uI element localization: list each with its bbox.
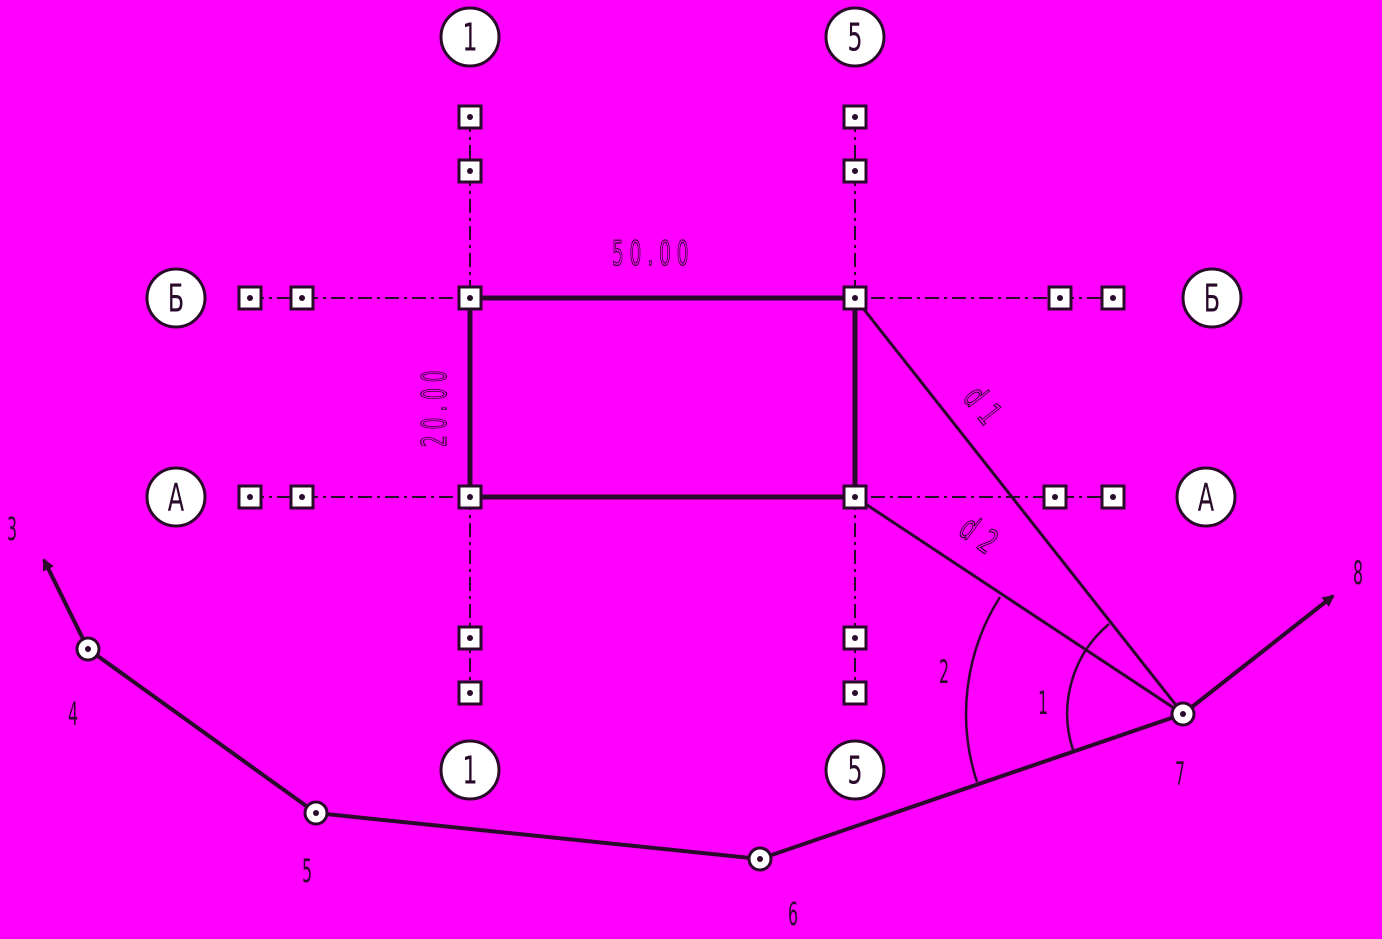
axis-bubble-1-top: 1 [462, 16, 477, 60]
axis-bubble-5-bottom: 5 [847, 749, 862, 793]
axis-bubble-b-right: Б [1204, 277, 1220, 321]
traverse-stations [75, 636, 1196, 872]
distance-label-d1: d 1 [956, 379, 1011, 433]
station-label-3: 3 [7, 511, 17, 548]
angle-label-1: 1 [1038, 685, 1048, 722]
angle-arc-1 [1065, 623, 1110, 751]
axis-bubble-a-left: А [168, 476, 184, 520]
distance-line-d1 [853, 297, 1185, 715]
axis-bubbles [145, 6, 1243, 801]
station-label-6: 6 [788, 896, 798, 933]
axis-bubble-b-left: Б [168, 277, 184, 321]
station-label-5: 5 [302, 853, 312, 890]
traverse-line [86, 647, 1184, 862]
angle-arc-2 [964, 596, 1002, 783]
station-label-7: 7 [1175, 756, 1185, 793]
building-outline [467, 295, 858, 500]
benchmark-dots [247, 114, 1116, 696]
axis-bubble-5-top: 5 [847, 16, 862, 60]
direction-arrow-3 [42, 558, 90, 650]
station-label-8: 8 [1353, 555, 1363, 592]
distance-line-d2 [854, 495, 1184, 716]
building-length-label: 50.00 [612, 233, 694, 273]
station-label-4: 4 [68, 696, 78, 733]
angle-label-2: 2 [939, 654, 949, 691]
direction-arrow-8 [1181, 594, 1335, 716]
axis-bubble-1-bottom: 1 [462, 749, 477, 793]
axis-lines [250, 118, 1113, 695]
building-width-label: 20.00 [414, 365, 454, 447]
distance-label-d2: d 2 [952, 508, 1006, 562]
axis-bubble-a-right: А [1198, 476, 1214, 520]
